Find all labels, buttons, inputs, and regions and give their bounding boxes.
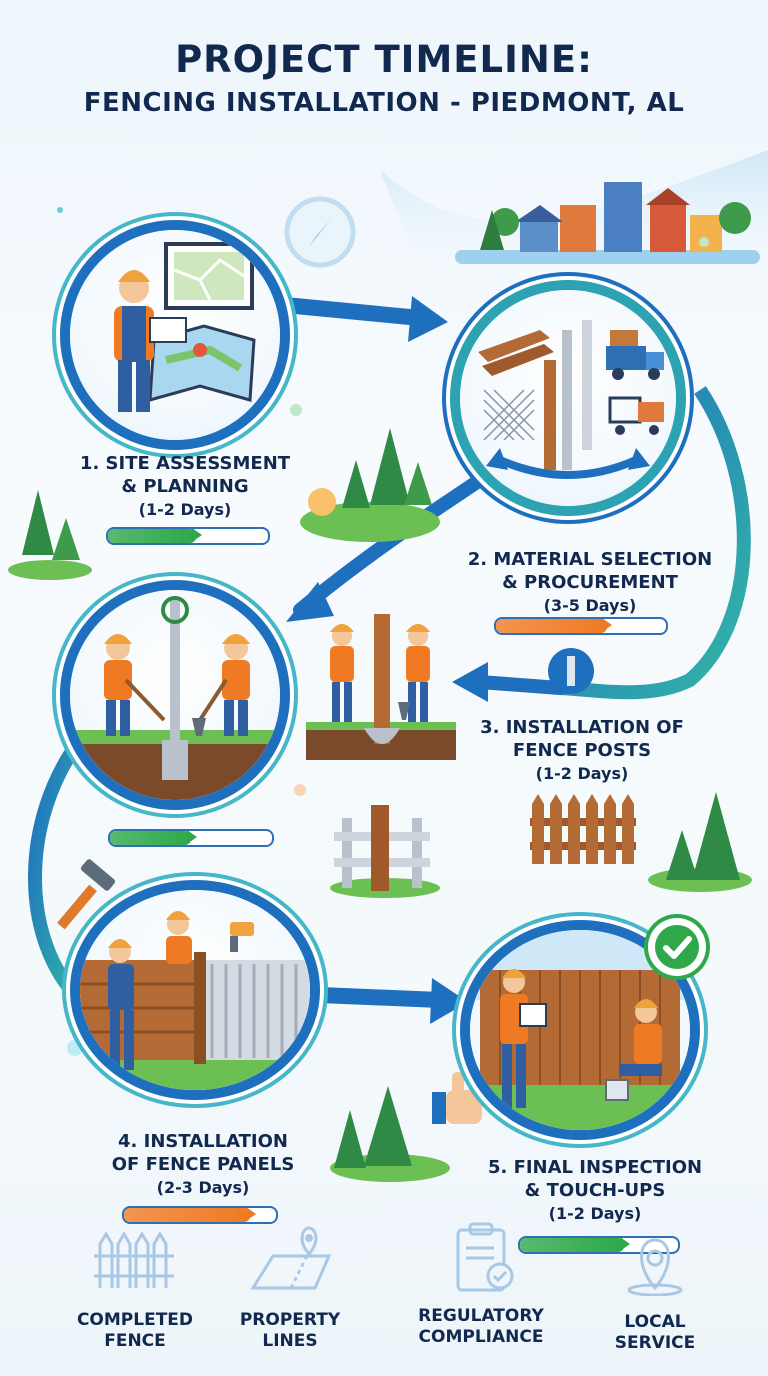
footer-label-lines: LINES [262,1331,318,1351]
progress-fill [496,619,607,633]
step-2-title: 2. MATERIAL SELECTION [467,549,713,570]
tree-cluster-right [648,792,752,892]
step-3-progress-bar [108,829,274,847]
step-4-duration: (2-3 Days) [156,1178,250,1197]
location-pin-icon [627,1238,683,1297]
thumbs-up-icon [432,1072,482,1124]
footer-label-local: LOCAL [624,1312,686,1332]
step-2-illustration [460,290,676,506]
footer-label-regulatory: REGULATORY [418,1306,544,1326]
title-block: PROJECT TIMELINE: FENCING INSTALLATION -… [0,38,768,120]
progress-arrow-tip [187,831,197,844]
page-subtitle: FENCING INSTALLATION - PIEDMONT, AL [83,88,685,118]
fence-icon [94,1231,174,1288]
step-3-label: 3. INSTALLATION OF FENCE POSTS (1-2 Days… [462,716,702,785]
progress-arrow-tip [620,1238,631,1251]
footer-label-service: SERVICE [614,1333,696,1353]
step-1-illustration [70,230,280,440]
footer-label-completed: COMPLETED [76,1310,194,1330]
checkmark-badge-icon [648,918,706,976]
footer-label-property: PROPERTY [239,1310,341,1330]
fence-post-digging-scene [306,614,456,760]
post-and-rail-fence-illustration [330,805,440,898]
step-2-label: 2. MATERIAL SELECTION & PROCUREMENT (3-5… [450,548,730,617]
hammer-icon [57,859,116,930]
clipboard-check-icon [456,1222,514,1292]
picket-fence-illustration [530,818,636,850]
step-4-subtitle: OF FENCE PANELS [111,1154,295,1175]
step-2-duration: (3-5 Days) [543,596,637,615]
step-3-illustration [70,590,280,800]
metal-post-badge-icon [548,648,594,694]
step-4-progress-bar [122,1206,278,1224]
step-2-subtitle: & PROCUREMENT [502,572,678,593]
town-skyline-illustration [455,182,760,264]
step-2-progress-bar [494,617,668,635]
step-1-duration: (1-2 Days) [138,500,232,519]
step-1-label: 1. SITE ASSESSMENT & PLANNING (1-2 Days) [60,452,310,521]
step-1-progress-bar [106,527,270,545]
footer-item-completed-fence: COMPLETED FENCE [60,1226,210,1352]
step-4-title: 4. INSTALLATION [118,1131,288,1152]
footer-label-compliance: COMPLIANCE [418,1327,544,1347]
map-pin-icon [250,1226,332,1290]
tree-cluster-left [8,490,92,580]
progress-arrow-tip [192,529,202,542]
progress-fill [108,529,196,543]
footer-item-regulatory-compliance: REGULATORY COMPLIANCE [396,1222,566,1348]
footer-label-fence: FENCE [104,1331,166,1351]
footer-item-local-service: LOCAL SERVICE [580,1232,730,1354]
step-3-subtitle: FENCE POSTS [512,740,652,761]
step-5-progress-bar [518,1236,680,1254]
step-3-duration: (1-2 Days) [535,764,629,783]
progress-arrow-tip [246,1208,257,1221]
footer-item-property-lines: PROPERTY LINES [215,1226,365,1352]
step-3-title: 3. INSTALLATION OF [480,717,684,738]
step-5-duration: (1-2 Days) [548,1204,642,1223]
step-4-illustration [80,890,310,1090]
progress-arrow-tip [602,619,613,632]
step-5-title: 5. FINAL INSPECTION [487,1157,703,1178]
page-title: PROJECT TIMELINE: [175,38,593,81]
step-1-subtitle: & PLANNING [121,476,249,497]
step-5-label: 5. FINAL INSPECTION & TOUCH-UPS (1-2 Day… [470,1156,720,1225]
step-1-title: 1. SITE ASSESSMENT [79,453,291,474]
picket-fence-right [532,794,634,864]
progress-fill [110,831,191,845]
tree-cluster-bottom [330,1086,450,1182]
progress-fill [520,1238,625,1252]
tree-cluster-mid [300,428,440,542]
step-4-label: 4. INSTALLATION OF FENCE PANELS (2-3 Day… [88,1130,318,1199]
progress-fill [124,1208,251,1222]
compass-icon [284,196,356,268]
step-5-subtitle: & TOUCH-UPS [524,1180,666,1201]
